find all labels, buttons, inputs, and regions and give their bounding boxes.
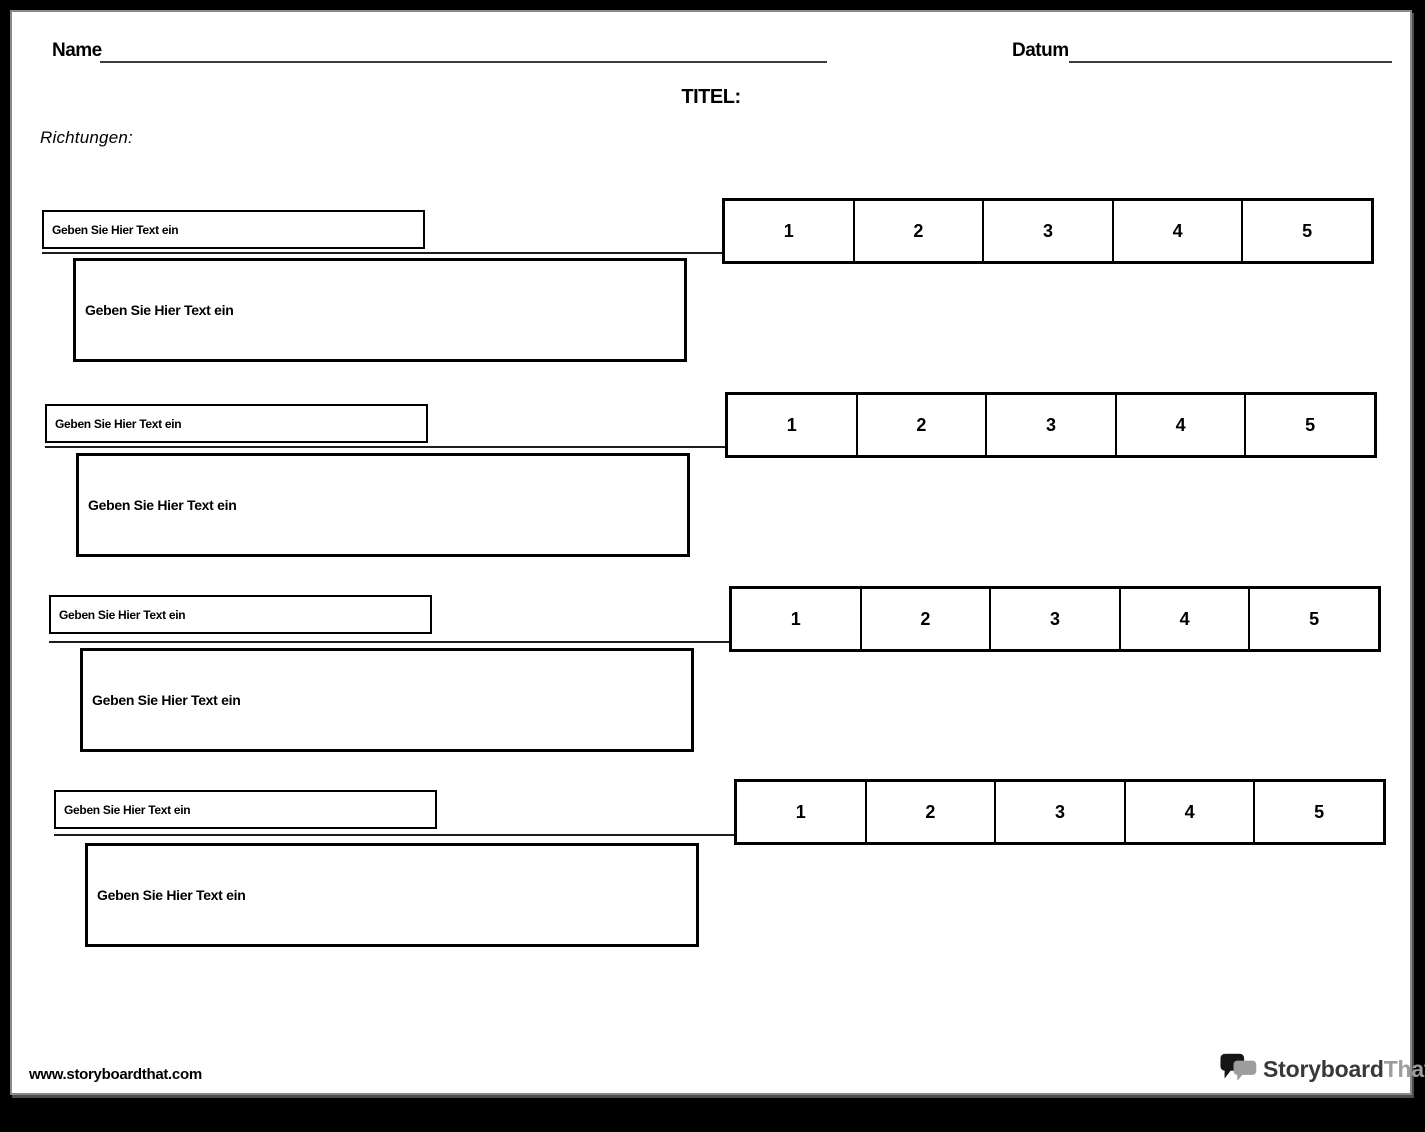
rating-cell-1[interactable]: 1 — [786, 414, 797, 435]
website-url: www.storyboardthat.com — [29, 1066, 202, 1083]
name-label: Name — [52, 40, 102, 61]
description-text-box[interactable]: Geben Sie Hier Text ein — [76, 453, 690, 557]
rating-cell-3[interactable]: 3 — [982, 201, 1112, 261]
rating-cell-2[interactable]: 2 — [852, 201, 983, 261]
rating-cell-2[interactable]: 2 — [864, 782, 995, 842]
rating-scale: 1 2 3 4 5 — [729, 586, 1381, 652]
rating-scale: 1 2 3 4 5 — [722, 198, 1374, 264]
rating-cell-3[interactable]: 3 — [989, 589, 1119, 649]
prompt-text-box[interactable]: Geben Sie Hier Text ein — [45, 404, 428, 443]
connector-line — [42, 252, 724, 254]
rating-cell-1[interactable]: 1 — [795, 801, 806, 822]
rating-cell-4[interactable]: 4 — [1114, 395, 1245, 455]
rating-block-4: Geben Sie Hier Text ein 1 2 3 4 5 Geben … — [54, 779, 1414, 960]
logo-word-storyboard: Storyboard — [1263, 1055, 1384, 1082]
rating-cell-4[interactable]: 4 — [1111, 201, 1242, 261]
rating-cell-1[interactable]: 1 — [790, 608, 801, 629]
page-title: TITEL: — [681, 86, 741, 108]
rating-cell-3[interactable]: 3 — [985, 395, 1115, 455]
prompt-text-box[interactable]: Geben Sie Hier Text ein — [49, 595, 432, 634]
connector-line — [45, 446, 727, 448]
description-text-box[interactable]: Geben Sie Hier Text ein — [73, 258, 687, 362]
rating-cell-5[interactable]: 5 — [1248, 589, 1378, 649]
logo-word-that: That — [1383, 1055, 1425, 1082]
connector-line — [49, 641, 731, 643]
rating-scale: 1 2 3 4 5 — [734, 779, 1386, 845]
rating-cell-5[interactable]: 5 — [1244, 395, 1374, 455]
rating-block-1: Geben Sie Hier Text ein 1 2 3 4 5 Geben … — [42, 198, 1402, 380]
rating-block-2: Geben Sie Hier Text ein 1 2 3 4 5 Geben … — [45, 392, 1405, 574]
speech-bubbles-icon — [1220, 1053, 1258, 1085]
description-text-box[interactable]: Geben Sie Hier Text ein — [80, 648, 694, 752]
rating-cell-4[interactable]: 4 — [1118, 589, 1249, 649]
logo-wordmark: StoryboardThat — [1263, 1056, 1425, 1083]
rating-cell-2[interactable]: 2 — [859, 589, 990, 649]
storyboardthat-logo: StoryboardThat — [1220, 1053, 1425, 1085]
connector-line — [54, 834, 736, 836]
rating-cell-4[interactable]: 4 — [1123, 782, 1254, 842]
worksheet-page: Name Datum TITEL: Richtungen: Geben Sie … — [10, 10, 1425, 1095]
rating-cell-5[interactable]: 5 — [1253, 782, 1383, 842]
prompt-text-box[interactable]: Geben Sie Hier Text ein — [54, 790, 437, 829]
prompt-text-box[interactable]: Geben Sie Hier Text ein — [42, 210, 425, 249]
rating-cell-1[interactable]: 1 — [783, 220, 794, 241]
rating-block-3: Geben Sie Hier Text ein 1 2 3 4 5 Geben … — [49, 586, 1409, 765]
datum-input-line[interactable] — [1069, 61, 1392, 63]
datum-label: Datum — [1012, 40, 1069, 61]
rating-cell-5[interactable]: 5 — [1241, 201, 1371, 261]
directions-label: Richtungen: — [40, 128, 133, 147]
rating-scale: 1 2 3 4 5 — [725, 392, 1377, 458]
name-input-line[interactable] — [100, 61, 827, 63]
description-text-box[interactable]: Geben Sie Hier Text ein — [85, 843, 699, 947]
rating-cell-3[interactable]: 3 — [994, 782, 1124, 842]
rating-cell-2[interactable]: 2 — [855, 395, 986, 455]
